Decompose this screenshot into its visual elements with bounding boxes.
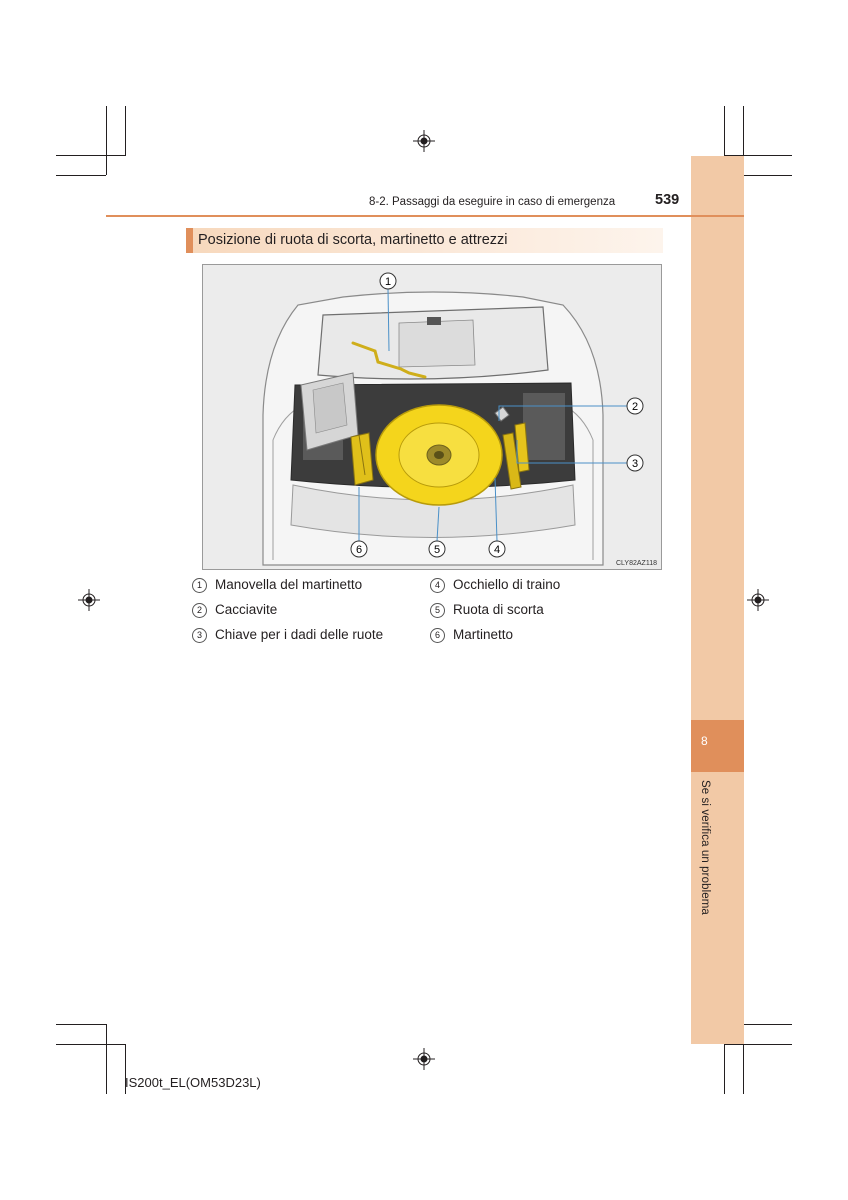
- legend-label: Cacciavite: [215, 602, 278, 617]
- chapter-tab: [691, 156, 744, 1044]
- crop-mark: [56, 175, 106, 176]
- callout-1: 1: [379, 272, 397, 290]
- registration-mark-icon: [78, 589, 100, 611]
- crop-mark: [125, 1044, 126, 1094]
- crop-mark: [724, 106, 725, 156]
- section-heading: Posizione di ruota di scorta, martinetto…: [186, 228, 663, 253]
- crop-mark: [724, 155, 792, 156]
- crop-mark: [106, 1024, 107, 1094]
- document-code: IS200t_EL(OM53D23L): [125, 1075, 261, 1090]
- legend-label: Martinetto: [453, 627, 514, 642]
- legend-number: 2: [192, 603, 207, 618]
- heading-text: Posizione di ruota di scorta, martinetto…: [198, 232, 508, 248]
- crop-mark: [744, 175, 792, 176]
- svg-text:3: 3: [632, 458, 638, 470]
- legend-number: 4: [430, 578, 445, 593]
- crop-mark: [743, 106, 744, 175]
- page-number: 539: [655, 192, 680, 208]
- registration-mark-icon: [413, 130, 435, 152]
- svg-text:4: 4: [494, 544, 500, 556]
- legend-number: 5: [430, 603, 445, 618]
- chapter-title: Se si verifica un problema: [699, 780, 711, 915]
- callout-2: 2: [626, 397, 644, 415]
- crop-mark: [724, 1044, 725, 1094]
- figure-code: CLY82AZ118: [616, 560, 657, 567]
- legend-item: 3 Chiave per i dadi delle ruote: [192, 627, 383, 643]
- heading-accent-bar: [186, 228, 193, 253]
- svg-text:6: 6: [356, 544, 362, 556]
- crop-mark: [56, 1044, 126, 1045]
- legend-item: 4 Occhiello di traino: [430, 577, 560, 593]
- crop-mark: [56, 155, 126, 156]
- legend-label: Occhiello di traino: [453, 577, 561, 592]
- crop-mark: [106, 106, 107, 175]
- legend-item: 6 Martinetto: [430, 627, 513, 643]
- chapter-number: 8: [701, 734, 708, 748]
- legend-label: Chiave per i dadi delle ruote: [215, 627, 384, 642]
- registration-mark-icon: [747, 589, 769, 611]
- svg-text:2: 2: [632, 401, 638, 413]
- crop-mark: [744, 1024, 792, 1025]
- header-rule: [106, 215, 744, 217]
- legend-number: 3: [192, 628, 207, 643]
- legend-item: 2 Cacciavite: [192, 602, 277, 618]
- chapter-number-box: 8: [691, 720, 744, 772]
- callout-3: 3: [626, 454, 644, 472]
- legend-number: 6: [430, 628, 445, 643]
- callout-5: 5: [428, 540, 446, 558]
- callout-6: 6: [350, 540, 368, 558]
- crop-mark: [56, 1024, 106, 1025]
- crop-mark: [743, 1024, 744, 1094]
- legend-label: Manovella del martinetto: [215, 577, 363, 592]
- registration-mark-icon: [413, 1048, 435, 1070]
- trunk-illustration: 1 2 3 4 5 6 CLY82AZ118: [202, 264, 662, 570]
- legend-number: 1: [192, 578, 207, 593]
- legend-item: 1 Manovella del martinetto: [192, 577, 362, 593]
- svg-text:5: 5: [434, 544, 440, 556]
- svg-text:1: 1: [385, 276, 391, 288]
- crop-mark: [724, 1044, 792, 1045]
- crop-mark: [125, 106, 126, 156]
- callout-4: 4: [488, 540, 506, 558]
- legend-item: 5 Ruota di scorta: [430, 602, 544, 618]
- legend-label: Ruota di scorta: [453, 602, 544, 617]
- running-header: 8-2. Passaggi da eseguire in caso di eme…: [369, 196, 616, 208]
